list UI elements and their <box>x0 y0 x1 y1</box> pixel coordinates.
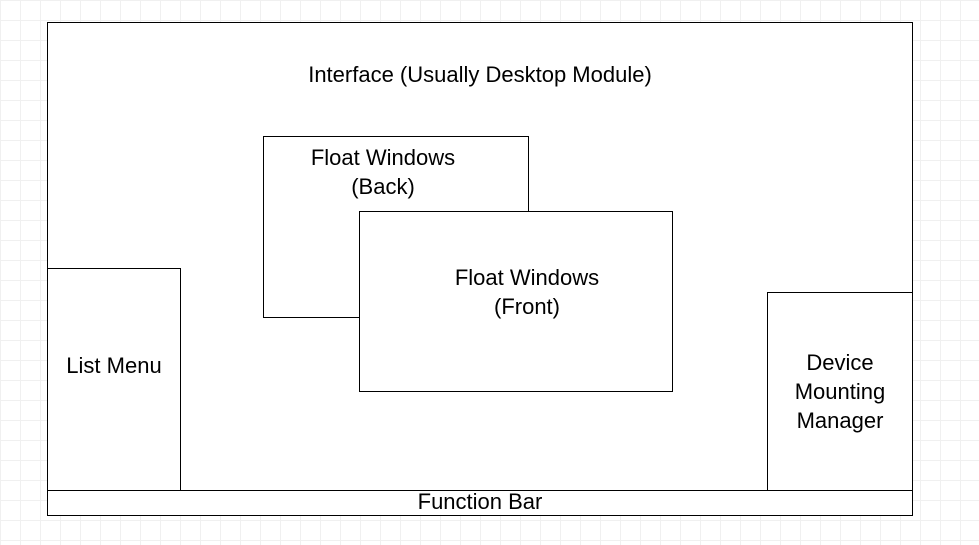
function-bar-box <box>47 490 913 516</box>
float-window-front-label: Float Windows (Front) <box>454 265 600 319</box>
device-mounting-manager-label: Device Mounting Manager <box>794 350 886 433</box>
float-window-back-label: Float Windows (Back) <box>310 145 456 199</box>
function-bar-label: Function Bar <box>417 489 543 514</box>
device-mounting-manager-box <box>767 292 913 491</box>
interface-label: Interface (Usually Desktop Module) <box>308 62 652 87</box>
float-window-front-box <box>359 211 673 392</box>
list-menu-box <box>47 268 181 491</box>
list-menu-label: List Menu <box>66 353 162 378</box>
